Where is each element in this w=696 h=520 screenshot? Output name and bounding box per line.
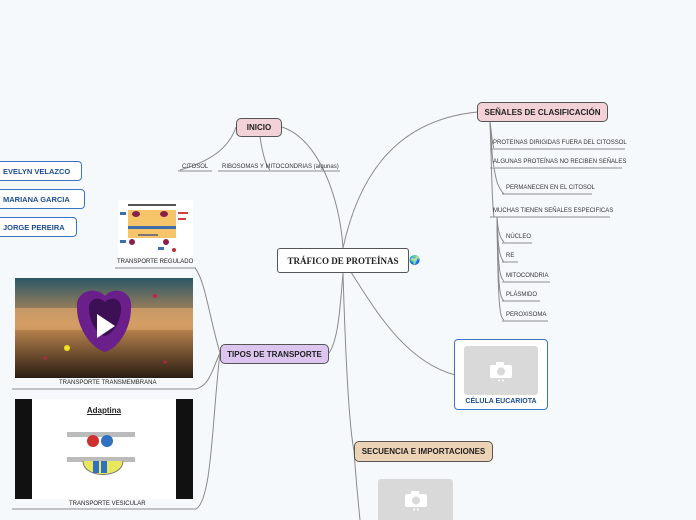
tipos-node[interactable]: TIPOS DE TRANSPORTE [220,344,329,364]
vesicular-diagram [67,432,135,475]
central-title: TRÁFICO DE PROTEÍNAS [287,255,399,266]
celula-caption: CÉLULA EUCARIOTA [465,398,537,405]
inicio-item-ribosomas[interactable]: RIBOSOMAS Y MITOCONDRIAS (algunas) [222,164,339,170]
central-topic[interactable]: TRÁFICO DE PROTEÍNAS [277,248,409,273]
vesicular-heading: Adaptina [86,406,122,415]
senales-node[interactable]: SEÑALES DE CLASIFICACIÓN [477,102,608,122]
transporte-regulado-caption: TRANSPORTE REGULADO [117,259,194,265]
senales-sub-mitocondria[interactable]: MITOCONDRIA [506,273,549,279]
camera-icon [490,361,512,381]
inicio-title: INICIO [246,123,272,132]
transmembrana-thumbnail [15,278,193,378]
inicio-node[interactable]: INICIO [236,118,282,137]
person-jorge[interactable]: JORGE PEREIRA [0,217,77,237]
transporte-vesicular-caption: TRANSPORTE VESICULAR [69,501,146,507]
senales-item-permanecen[interactable]: PERMANECEN EN EL CITOSOL [506,185,596,191]
secuencia-node[interactable]: SECUENCIA E IMPORTACIONES [354,441,493,462]
senales-item-no-reciben[interactable]: ALGUNAS PROTEÍNAS NO RECIBEN SEÑALES [493,159,627,165]
vesicular-panel [32,399,176,499]
senales-sub-nucleo[interactable]: NÚCLEO [506,234,532,240]
senales-item-especificas[interactable]: MUCHAS TIENEN SEÑALES ESPECIFICAS [493,208,614,214]
person-evelyn[interactable]: EVELYN VELAZCO [0,161,82,181]
secuencia-image-placeholder[interactable] [378,479,453,520]
senales-sub-peroxisoma[interactable]: PEROXISOMA [506,312,547,318]
transporte-vesicular-image[interactable]: Adaptina [15,399,193,499]
senales-sub-re[interactable]: RE [506,253,515,259]
senales-item-dirigidas[interactable]: PROTEINAS DIRIGIDAS FUERA DEL CITOSSOL [493,140,627,146]
senales-sub-plasmido[interactable]: PLÁSMIDO [506,292,538,298]
secuencia-title: SECUENCIA E IMPORTACIONES [361,447,486,456]
regulado-diagram [118,200,193,258]
person-mariana[interactable]: MARIANA GARCIA [0,189,85,209]
tipos-title: TIPOS DE TRANSPORTE [227,349,322,359]
transporte-transmembrana-video[interactable] [15,278,193,378]
transporte-regulado-image[interactable] [118,200,193,258]
globe-icon[interactable]: 🌍 [409,255,421,265]
image-placeholder [464,346,538,395]
senales-title: SEÑALES DE CLASIFICACIÓN [484,107,601,117]
transporte-transmembrana-caption: TRANSPORTE TRANSMEMBRANA [59,380,157,386]
celula-card[interactable]: CÉLULA EUCARIOTA [454,339,548,410]
inicio-item-citosol[interactable]: CITOSOL [182,164,209,170]
camera-icon [404,490,427,510]
